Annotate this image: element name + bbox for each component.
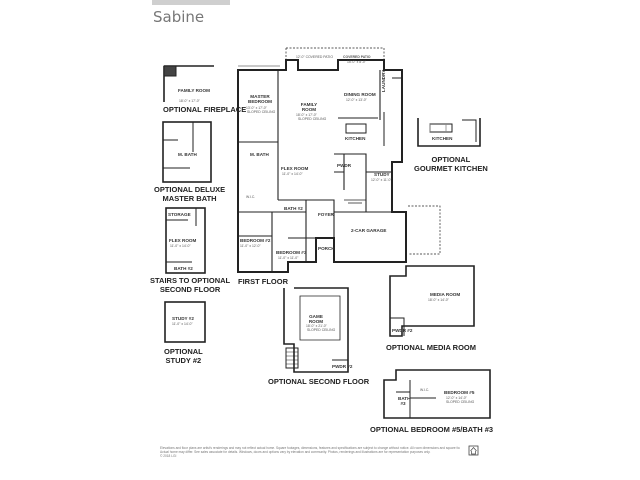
wic-label: W.I.C. <box>246 195 256 199</box>
caption-stairs-option: STAIRS TO OPTIONAL SECOND FLOOR <box>150 276 231 294</box>
media-powder-label: PWDR #2 <box>392 328 413 333</box>
flex-room-label: FLEX ROOM <box>281 166 309 171</box>
equal-housing-icon <box>469 446 478 455</box>
game-room-note: SLOPED CEILING <box>307 328 336 332</box>
covered-patio-label: COVERED PATIO <box>343 55 371 59</box>
master-bedroom-note: SLOPED CEILING <box>247 110 276 114</box>
stairs-flex-room-label: FLEX ROOM <box>169 238 197 243</box>
second-floor-powder-label: PWDR #2 <box>332 364 353 369</box>
fireplace-family-room-dim: 18'-0" x 17'-0" <box>179 99 200 103</box>
bedroom2-dim: 11'-0" x 12'-0" <box>240 244 261 248</box>
bedroom3-dim: 11'-0" x 11'-0" <box>278 256 299 260</box>
page-title: Sabine <box>153 8 205 26</box>
fireplace-family-room-label: FAMILY ROOM <box>178 88 210 93</box>
bedroom5-note: SLOPED CEILING <box>446 400 475 404</box>
caption-deluxe-master-bath: OPTIONAL DELUXE MASTER BATH <box>154 185 226 203</box>
disclaimer: Elevations and floor plans are artist's … <box>160 446 460 459</box>
bath2-label: BATH #2 <box>284 206 303 211</box>
bedroom3-label: BEDROOM #3 <box>276 250 307 255</box>
garage-label: 2-CAR GARAGE <box>351 228 387 233</box>
study2-label: STUDY #2 <box>172 316 194 321</box>
foyer-label: FOYER <box>318 212 334 217</box>
caption-optional-fireplace: OPTIONAL FIREPLACE <box>163 105 247 114</box>
patio-label: 12'-0" COVERED PATIO <box>296 55 333 59</box>
bedroom5-wic-label: W.I.C. <box>420 388 430 392</box>
stairs-flex-room-dim: 11'-0" x 14'-0" <box>170 244 191 248</box>
caption-second-floor: OPTIONAL SECOND FLOOR <box>268 377 370 386</box>
header-bar <box>152 0 230 5</box>
family-room-dim: 18'-0" x 17'-0" <box>296 113 317 117</box>
family-room-note: SLOPED CEILING <box>298 117 327 121</box>
family-room-label: FAMILY ROOM <box>300 102 318 113</box>
caption-optional-study2: OPTIONAL STUDY #2 <box>164 347 203 365</box>
dining-room-label: DINING ROOM <box>344 92 376 97</box>
caption-gourmet-kitchen: OPTIONAL GOURMET KITCHEN <box>414 155 488 173</box>
kitchen-label: KITCHEN <box>345 136 366 141</box>
master-bedroom-label: MASTER BEDROOM <box>248 94 272 105</box>
media-room-dim: 18'-0" x 14'-0" <box>428 298 449 302</box>
dining-room-dim: 12'-0" x 13'-0" <box>346 98 367 102</box>
stairs-storage-label: STORAGE <box>168 212 191 217</box>
bedroom2-label: BEDROOM #2 <box>240 238 271 243</box>
study-label: STUDY <box>374 172 390 177</box>
gourmet-kitchen-label: KITCHEN <box>432 136 453 141</box>
laundry-label: LAUNDRY <box>381 69 386 92</box>
stairs-bath-label: BATH #2 <box>174 266 193 271</box>
bedroom5-label: BEDROOM #5 <box>444 390 475 395</box>
porch-label: PORCH <box>318 246 335 251</box>
game-room-label: GAME ROOM <box>308 314 324 325</box>
study2-dim: 11'-0" x 14'-0" <box>172 322 193 326</box>
caption-bedroom5: OPTIONAL BEDROOM #5/BATH #3 <box>370 425 494 434</box>
study-dim: 12'-0" x 11'-0" <box>371 178 392 182</box>
bedroom5-dim: 12'-0" x 14'-0" <box>446 396 467 400</box>
first-floor-mbath-label: M. BATH <box>250 152 269 157</box>
powder-label: PWDR <box>337 163 352 168</box>
media-room-label: MEDIA ROOM <box>430 292 461 297</box>
game-room-dim: 18'-0" x 21'-0" <box>306 324 327 328</box>
caption-first-floor: FIRST FLOOR <box>238 277 288 286</box>
bath3-label: BATH #3 <box>398 396 411 407</box>
deluxe-master-bath-label: M. BATH <box>178 152 197 157</box>
flex-room-dim: 11'-0" x 14'-0" <box>282 172 303 176</box>
covered-patio-dim: 15'-0" x 8'-0" <box>347 60 366 64</box>
caption-media-room: OPTIONAL MEDIA ROOM <box>386 343 476 352</box>
master-bedroom-dim: 13'-0" x 17'-0" <box>246 106 267 110</box>
